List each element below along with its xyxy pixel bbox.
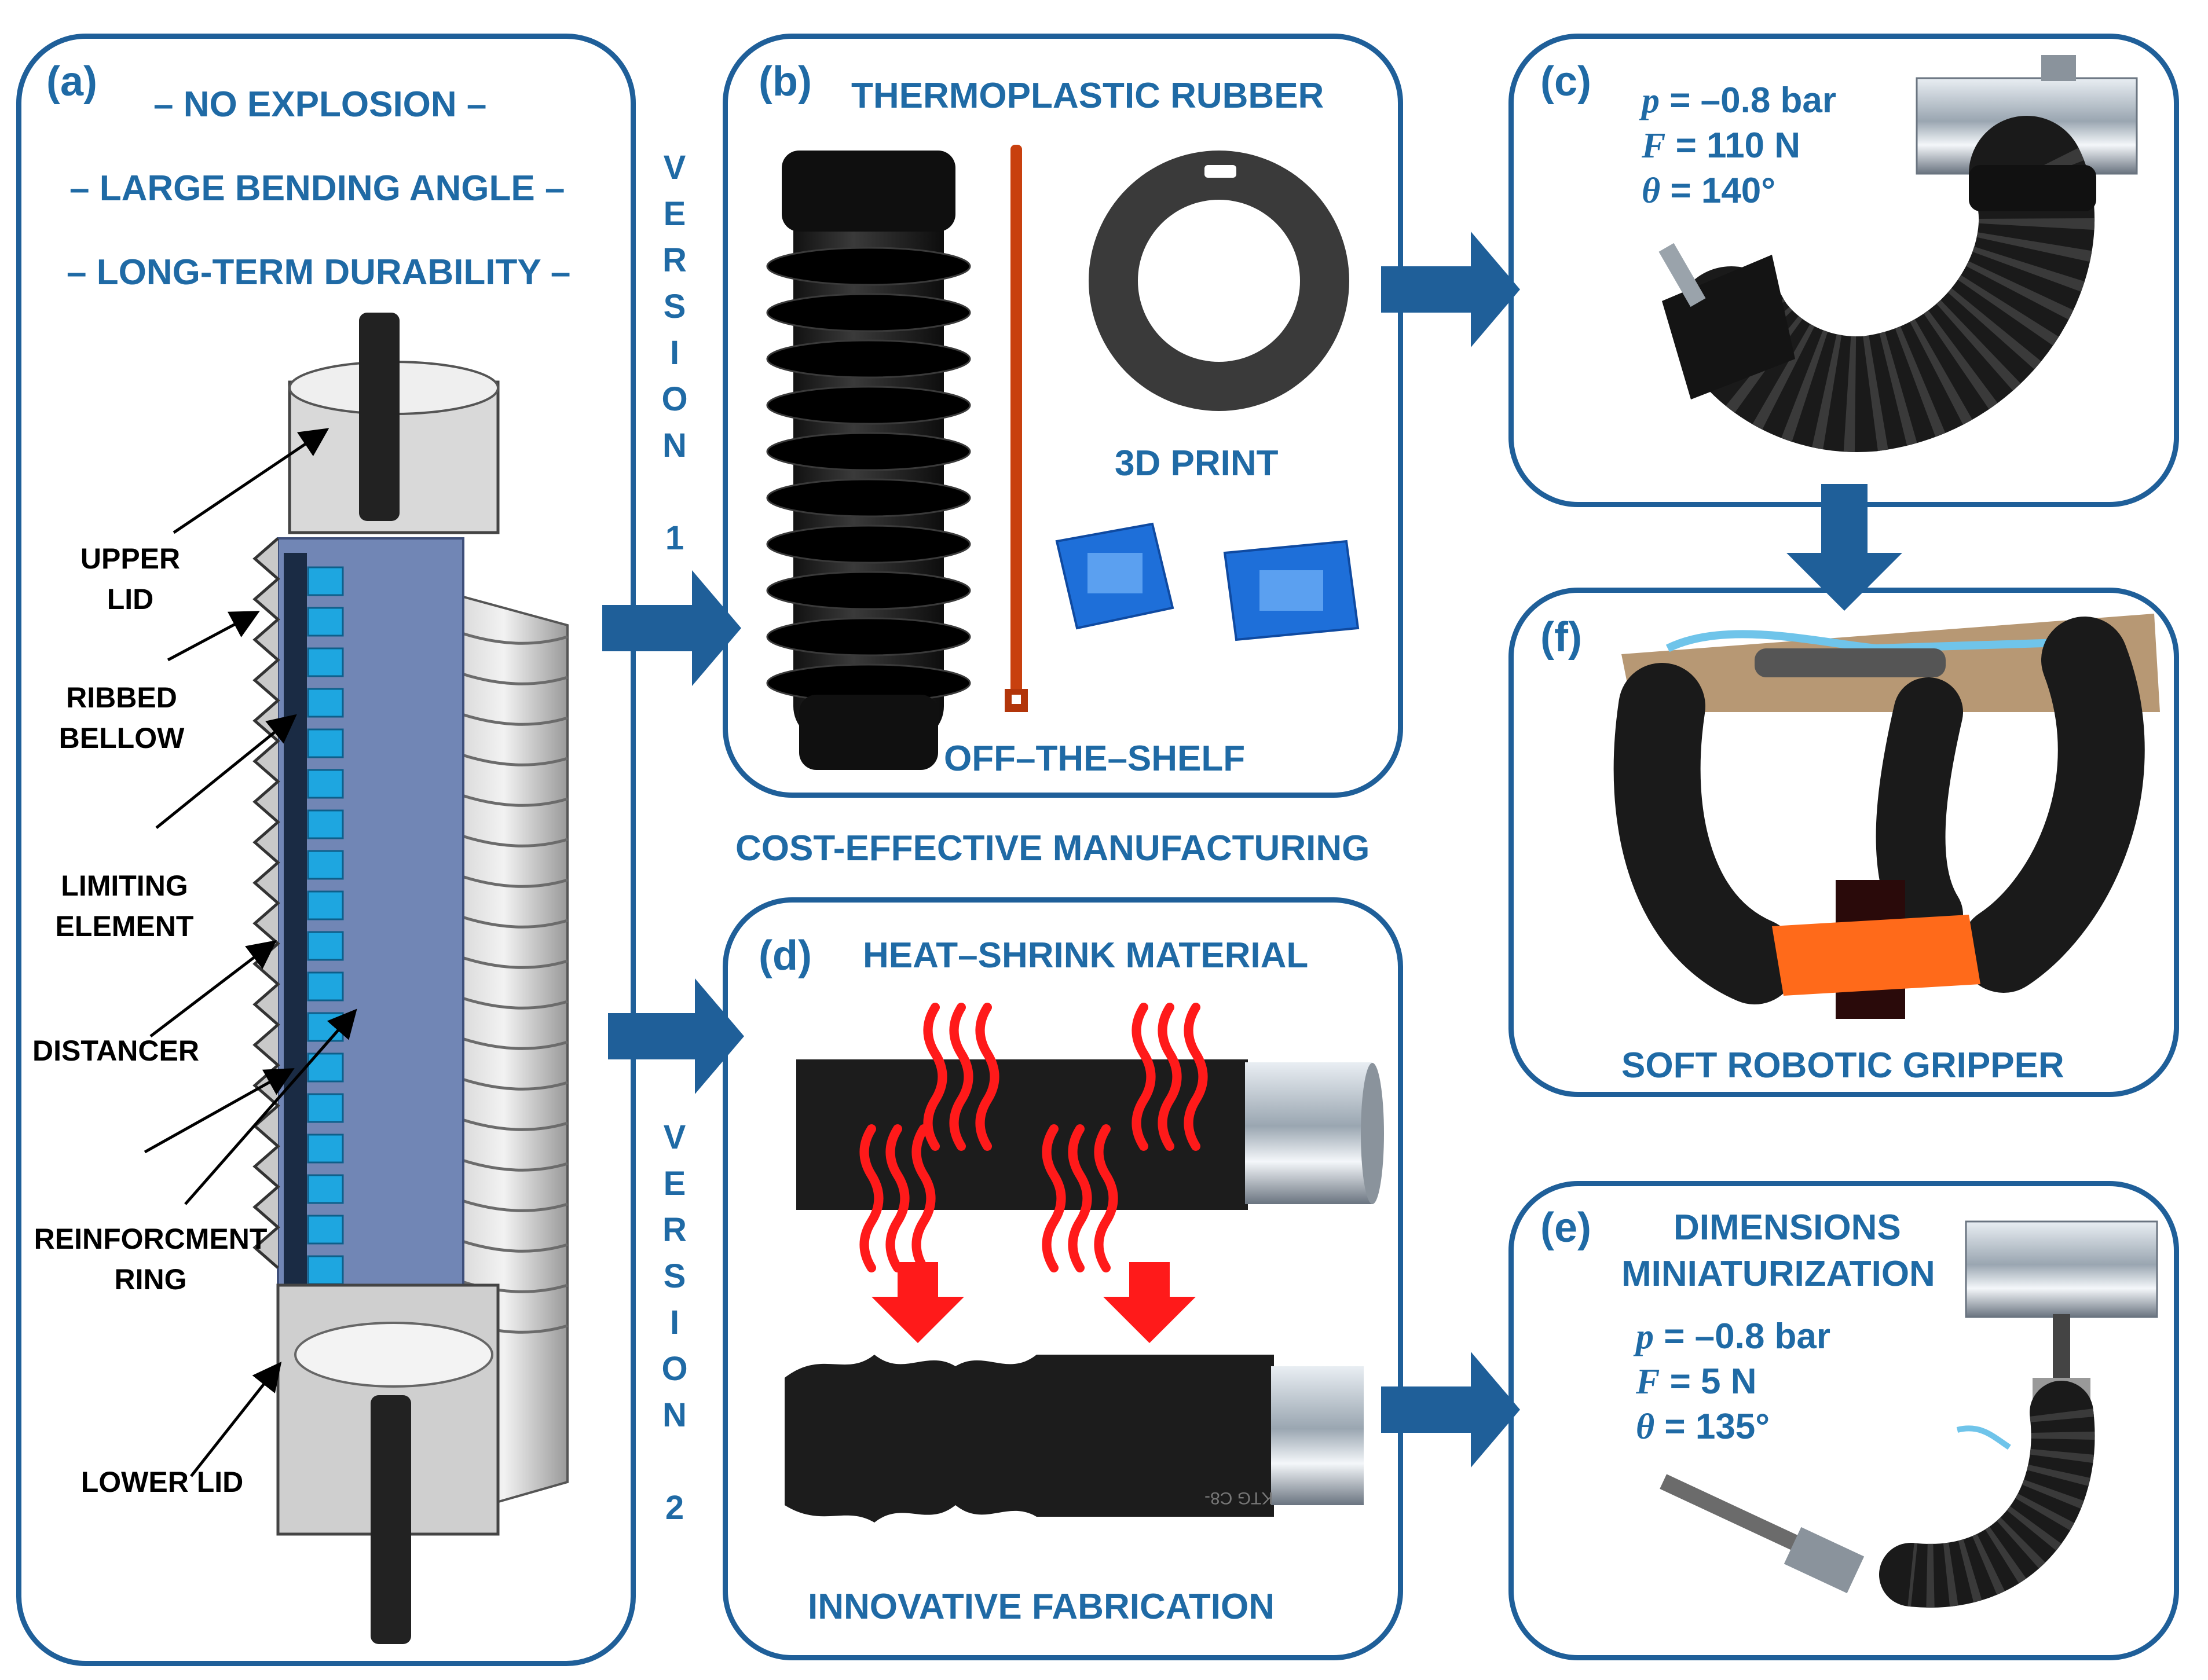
gripper-photo bbox=[1613, 614, 2160, 1019]
actuator-cutaway bbox=[252, 313, 569, 1644]
label-reinforcement-ring: REINFORCMENT RING bbox=[34, 1223, 268, 1296]
mini-actuator-photo bbox=[1660, 1220, 2158, 1608]
panel-d-tag: (d) bbox=[759, 933, 812, 979]
panel-a-tag: (a) bbox=[46, 58, 97, 105]
arrow-to-e bbox=[1381, 1352, 1520, 1468]
bellow-photo bbox=[766, 151, 971, 770]
panel-d bbox=[723, 897, 1403, 1660]
headline-no-explosion: – NO EXPLOSION – bbox=[153, 85, 487, 124]
label-off-the-shelf: OFF–THE–SHELF bbox=[944, 739, 1246, 779]
printed-ring bbox=[1089, 151, 1349, 411]
panel-d-title: HEAT–SHRINK MATERIAL bbox=[863, 936, 1309, 975]
flow-arrows bbox=[602, 232, 1902, 1468]
tube-print-text: KTG C8- bbox=[1204, 1488, 1273, 1507]
gripper-caption: SOFT ROBOTIC GRIPPER bbox=[1621, 1046, 2064, 1085]
innovative-fabrication-caption: INNOVATIVE FABRICATION bbox=[808, 1587, 1275, 1627]
headline-durability: – LONG-TERM DURABILITY – bbox=[67, 252, 571, 292]
panel-b-tag: (b) bbox=[759, 58, 812, 105]
arrow-to-d bbox=[608, 978, 744, 1094]
heat-shrink-after bbox=[785, 1355, 1364, 1523]
shrink-arrows bbox=[872, 1262, 1196, 1343]
panel-c-tag: (c) bbox=[1540, 58, 1591, 105]
label-3d-print: 3D PRINT bbox=[1115, 443, 1279, 483]
panel-b-title: THERMOPLASTIC RUBBER bbox=[851, 76, 1324, 116]
printed-distancers bbox=[1055, 522, 1360, 641]
headline-bending-angle: – LARGE BENDING ANGLE – bbox=[69, 168, 565, 208]
panel-e-params: p = –0.8 bar F = 5 N θ = 135° bbox=[1636, 1316, 1831, 1447]
label-ribbed-bellow: RIBBED BELLOW bbox=[58, 681, 185, 754]
label-distancer: DISTANCER bbox=[32, 1035, 199, 1067]
arrow-to-c bbox=[1381, 232, 1520, 347]
panel-c-params: p = –0.8 bar F = 110 N θ = 140° bbox=[1642, 80, 1837, 211]
label-upper-lid: UPPER LID bbox=[80, 542, 181, 615]
leader-lines bbox=[144, 428, 357, 1477]
panel-e-title-2: MINIATURIZATION bbox=[1621, 1254, 1935, 1294]
panel-e-title-1: DIMENSIONS bbox=[1674, 1208, 1901, 1248]
arrow-to-f bbox=[1786, 484, 1902, 611]
panel-e-tag: (e) bbox=[1540, 1205, 1591, 1251]
arrow-to-b bbox=[602, 570, 741, 686]
label-limiting-element: LIMITING ELEMENT bbox=[55, 870, 194, 942]
cable-tie bbox=[1005, 145, 1028, 712]
bent-actuator-photo bbox=[1658, 55, 2138, 452]
heat-waves bbox=[859, 1003, 1208, 1272]
cost-effective-caption: COST-EFFECTIVE MANUFACTURING bbox=[735, 828, 1370, 868]
label-lower-lid: LOWER LID bbox=[80, 1466, 244, 1498]
panel-f-tag: (f) bbox=[1540, 614, 1582, 661]
